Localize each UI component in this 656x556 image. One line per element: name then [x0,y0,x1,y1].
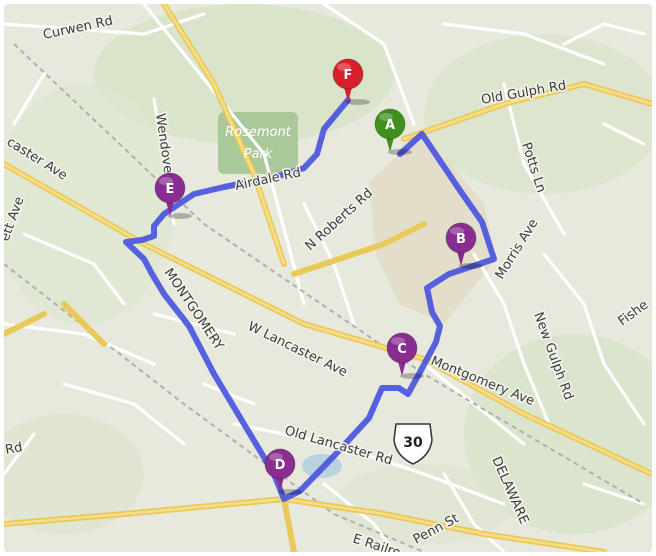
rosemont-park-area [218,112,298,174]
marker-a-label: A [385,118,395,133]
directions-route-line[interactable] [123,97,497,502]
marker-b-pin-icon[interactable]: B [445,222,483,269]
marker-f-label: F [344,68,353,83]
route-shield-number: 30 [403,435,423,451]
marker-e-label: E [166,182,175,197]
major-roads-center [4,4,652,552]
marker-f-pin-icon[interactable]: F [332,58,370,105]
campus-area [369,132,496,324]
marker-e-pin-icon[interactable]: E [154,172,192,219]
railroad-lines [4,43,645,552]
marker-a-pin-icon[interactable]: A [374,108,412,155]
park-label-line1: Rosemont [225,125,292,140]
park-label-line2: Park [244,147,273,162]
route-markers[interactable]: A B C D E F [154,58,483,495]
marker-d-label: D [275,458,286,473]
street-label-rd-left: Rd [4,440,24,458]
minor-streets [4,4,646,552]
terrain-shading [4,4,652,544]
us-route-shield: 30 [393,423,433,465]
marker-c-pin-icon[interactable]: C [386,332,424,379]
marker-b-label: B [456,232,466,247]
marker-d-pin-icon[interactable]: D [264,448,302,495]
marker-c-label: C [397,342,407,357]
